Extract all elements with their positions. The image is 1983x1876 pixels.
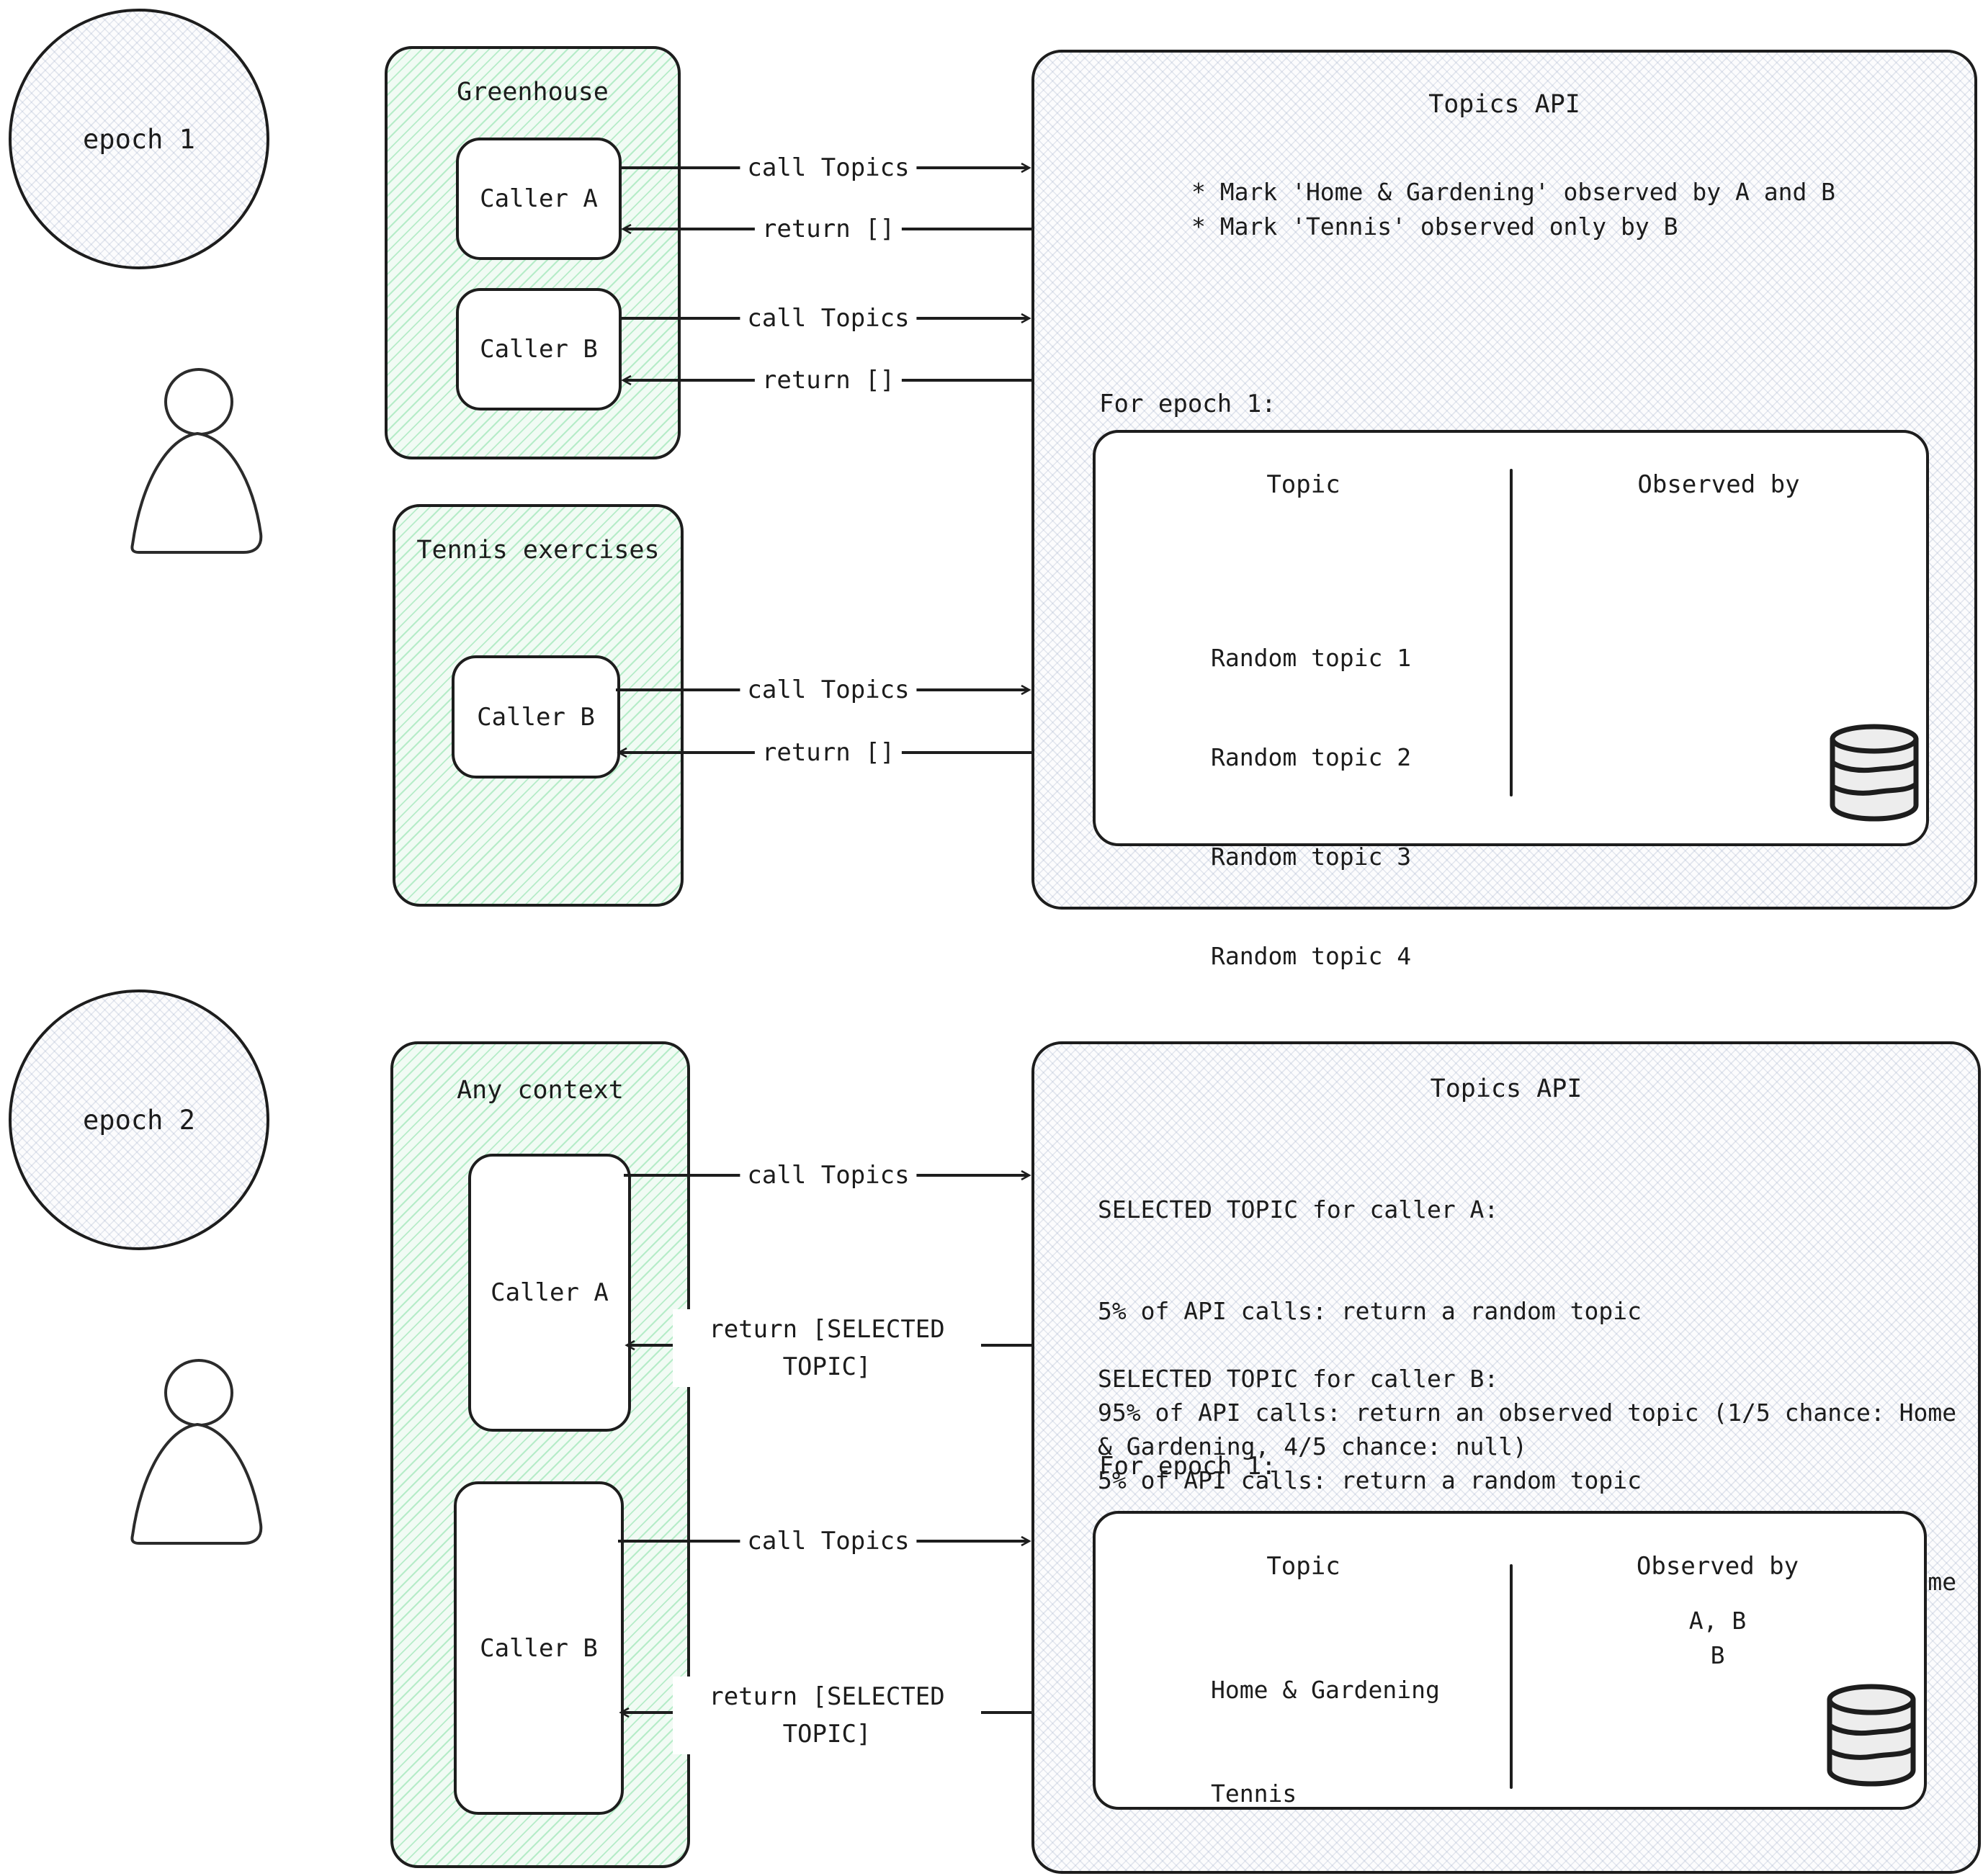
greenhouse-title: Greenhouse [457,78,609,107]
topics-api-title-1: Topics API [1428,90,1580,119]
selection-a-heading: SELECTED TOPIC for caller A: [1098,1195,1499,1224]
person-icon [130,368,263,554]
caller-b-label: Caller B [480,1633,598,1663]
any-context-box: Any context Caller A Caller B [390,1041,690,1868]
table-row: Random topic 2 [1211,743,1412,771]
observed-list-epoch2: A, B B [1511,1604,1924,1673]
col-header-observed-2: Observed by [1636,1552,1799,1581]
topics-api-box-epoch1: Topics API * Mark 'Home & Gardening' obs… [1031,50,1977,1069]
col-header-topic-1: Topic [1266,470,1340,499]
observed-value: A, B [1688,1607,1747,1635]
greenhouse-context-box: Greenhouse Caller A Caller B [385,46,681,459]
caller-a-label: Caller A [491,1278,609,1307]
selection-b-heading: SELECTED TOPIC for caller B: [1098,1365,1499,1393]
arrow-label-call-topics: call Topics [740,1525,917,1557]
topics-table-epoch1: Topic Observed by Random topic 1 Random … [1093,430,1929,1069]
arrow-label-call-topics: call Topics [740,302,917,334]
arrow-label-return-selected-topic: return [SELECTED TOPIC] [673,1309,981,1387]
col-header-topic-2: Topic [1266,1552,1340,1581]
table-row: Random topic 3 [1211,843,1412,871]
database-icon [1827,1684,1916,1787]
arrow-label-call-topics: call Topics [740,674,917,706]
epoch1-badge: epoch 1 [9,9,269,269]
epoch1-badge-label: epoch 1 [83,123,195,155]
epoch2-badge: epoch 2 [9,989,269,1250]
selected-topic-caller-a: SELECTED TOPIC for caller A: 5% of API c… [1098,1125,1983,1531]
table-divider-2 [1510,1564,1513,1789]
table-row: Random topic 1 [1211,644,1412,672]
api-note-1: * Mark 'Home & Gardening' observed by A … [1191,178,1836,206]
selection-a-line2: 95% of API calls: return an observed top… [1098,1399,1971,1460]
selection-a-line1: 5% of API calls: return a random topic [1098,1297,1642,1325]
topics-api-title-2: Topics API [1430,1074,1583,1103]
observed-value: B [1710,1641,1725,1669]
col-header-observed-1: Observed by [1637,470,1800,499]
tennis-context-box: Tennis exercises Caller B [393,504,684,907]
epoch-label-1: For epoch 1: [1099,390,1276,418]
api-note-2: * Mark 'Tennis' observed only by B [1191,212,1678,241]
caller-a-box-epoch2: Caller A [468,1154,631,1432]
caller-a-label: Caller A [480,184,598,213]
arrow-label-return: return [] [754,364,903,396]
database-icon [1830,724,1919,822]
arrow-label-return-selected-topic: return [SELECTED TOPIC] [673,1677,981,1754]
epoch-label-2: For epoch 1: [1099,1452,1276,1481]
caller-a-box-greenhouse: Caller A [456,138,622,260]
caller-b-tennis-label: Caller B [477,702,595,732]
tennis-title: Tennis exercises [416,536,660,565]
any-context-title: Any context [457,1076,624,1105]
person-icon [130,1359,263,1545]
arrow-label-return: return [] [754,737,903,768]
arrow-label-call-topics: call Topics [740,1159,917,1191]
arrow-label-call-topics: call Topics [740,152,917,184]
table-row: Tennis [1211,1779,1297,1808]
caller-b-box-epoch2: Caller B [454,1481,624,1815]
selection-b-line1: 5% of API calls: return a random topic [1098,1466,1642,1494]
topics-table-epoch2: Topic Observed by Home & Gardening Tenni… [1093,1511,1927,1810]
table-row: Random topic 4 [1211,942,1412,970]
topic-list-epoch2: Home & Gardening Tennis Random topic 1 R… [1211,1604,1440,1876]
topics-api-box-epoch2: Topics API SELECTED TOPIC for caller A: … [1031,1041,1981,1874]
caller-b-label: Caller B [480,335,598,364]
arrow-label-return: return [] [754,213,903,245]
caller-b-box-greenhouse: Caller B [456,288,622,410]
epoch2-badge-label: epoch 2 [83,1104,195,1136]
table-row: Home & Gardening [1211,1676,1440,1704]
caller-b-box-tennis: Caller B [452,655,620,778]
table-divider-1 [1510,469,1513,796]
